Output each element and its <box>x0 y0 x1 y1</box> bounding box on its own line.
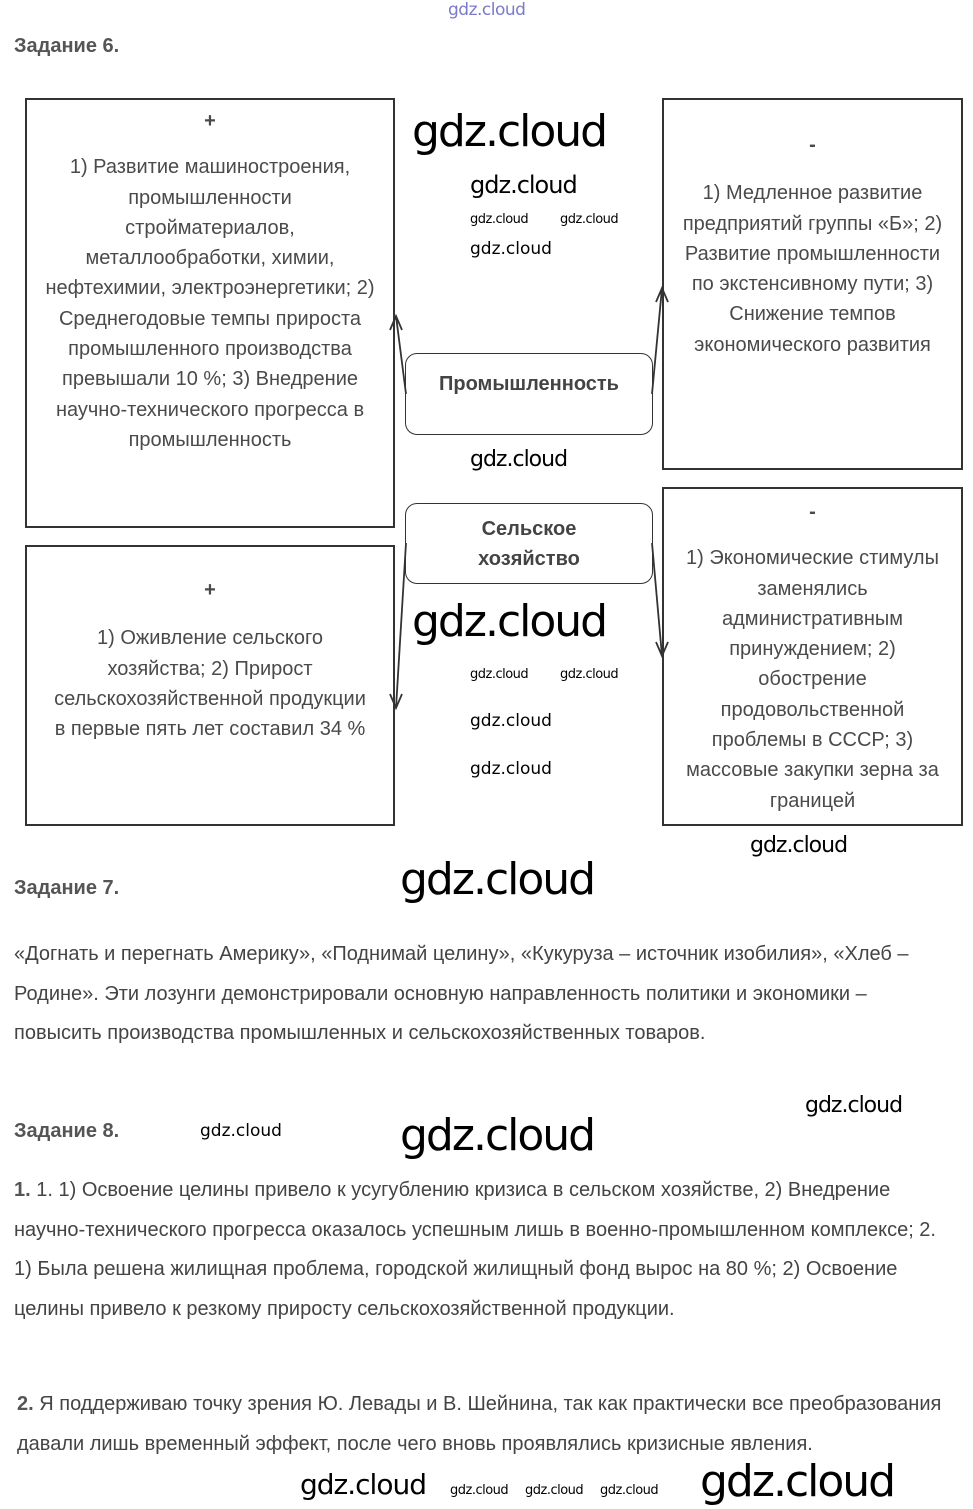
industry-minus-text: 1) Медленное развитие предприятий группы… <box>682 182 943 356</box>
item-number: 2. <box>17 1393 34 1415</box>
item-text: Я поддерживаю точку зрения Ю. Левады и В… <box>17 1393 942 1455</box>
item-number: 1. <box>14 1179 31 1201</box>
agri-plus-box: + 1) Оживление сельского хозяйства; 2) П… <box>25 545 395 826</box>
watermark: gdz.cloud <box>560 667 619 682</box>
watermark: gdz.cloud <box>470 212 529 227</box>
diagram-arrows <box>389 285 669 711</box>
agri-plus-text: 1) Оживление сельского хозяйства; 2) При… <box>54 627 366 741</box>
agri-minus-box: - 1) Экономические стимулы заменялись ад… <box>662 487 963 826</box>
industry-plus-text: 1) Развитие машиностроения, промышленнос… <box>45 156 375 451</box>
task7-heading: Задание 7. <box>14 877 120 899</box>
industry-minus-box: - 1) Медленное развитие предприятий груп… <box>662 98 963 470</box>
industry-node: Промышленность <box>405 353 653 435</box>
watermark: gdz.cloud <box>400 854 596 905</box>
plus-sign: + <box>204 579 216 601</box>
watermark: gdz.cloud <box>470 759 552 779</box>
watermark: gdz.cloud <box>470 171 578 199</box>
task8-heading: Задание 8. <box>14 1120 120 1142</box>
task8-item1: 1. 1. 1) Освоение целины привело к усугу… <box>14 1171 954 1329</box>
watermark: gdz.cloud <box>600 1483 659 1498</box>
item-text: 1. 1) Освоение целины привело к усугубле… <box>14 1179 936 1320</box>
watermark: gdz.cloud <box>805 1093 903 1118</box>
watermark: gdz.cloud <box>400 1110 596 1161</box>
minus-sign: - <box>809 501 816 523</box>
watermark: gdz.cloud <box>470 239 552 259</box>
watermark: gdz.cloud <box>470 667 529 682</box>
watermark: gdz.cloud <box>412 106 608 157</box>
task8-item2: 2. Я поддерживаю точку зрения Ю. Левады … <box>17 1385 957 1464</box>
arrow-industry-plus <box>389 313 407 395</box>
arrow-agri-plus <box>389 542 407 711</box>
minus-sign: - <box>809 134 816 156</box>
watermark: gdz.cloud <box>470 447 568 472</box>
watermark: gdz.cloud <box>560 212 619 227</box>
watermark: gdz.cloud <box>300 1468 427 1501</box>
plus-sign: + <box>204 110 216 132</box>
watermark: gdz.cloud <box>200 1121 282 1141</box>
watermark: gdz.cloud <box>750 833 848 858</box>
watermark: gdz.cloud <box>412 596 608 647</box>
watermark: gdz.cloud <box>448 0 526 20</box>
agriculture-node: Сельское хозяйство <box>405 503 653 584</box>
agri-minus-text: 1) Экономические стимулы заменялись адми… <box>686 547 939 812</box>
watermark: gdz.cloud <box>450 1483 509 1498</box>
watermark: gdz.cloud <box>525 1483 584 1498</box>
task7-text: «Догнать и перегнать Америку», «Поднимай… <box>14 943 909 1044</box>
task6-heading: Задание 6. <box>14 35 120 57</box>
watermark: gdz.cloud <box>470 711 552 731</box>
industry-plus-box: + 1) Развитие машиностроения, промышленн… <box>25 98 395 528</box>
watermark: gdz.cloud <box>700 1456 896 1507</box>
